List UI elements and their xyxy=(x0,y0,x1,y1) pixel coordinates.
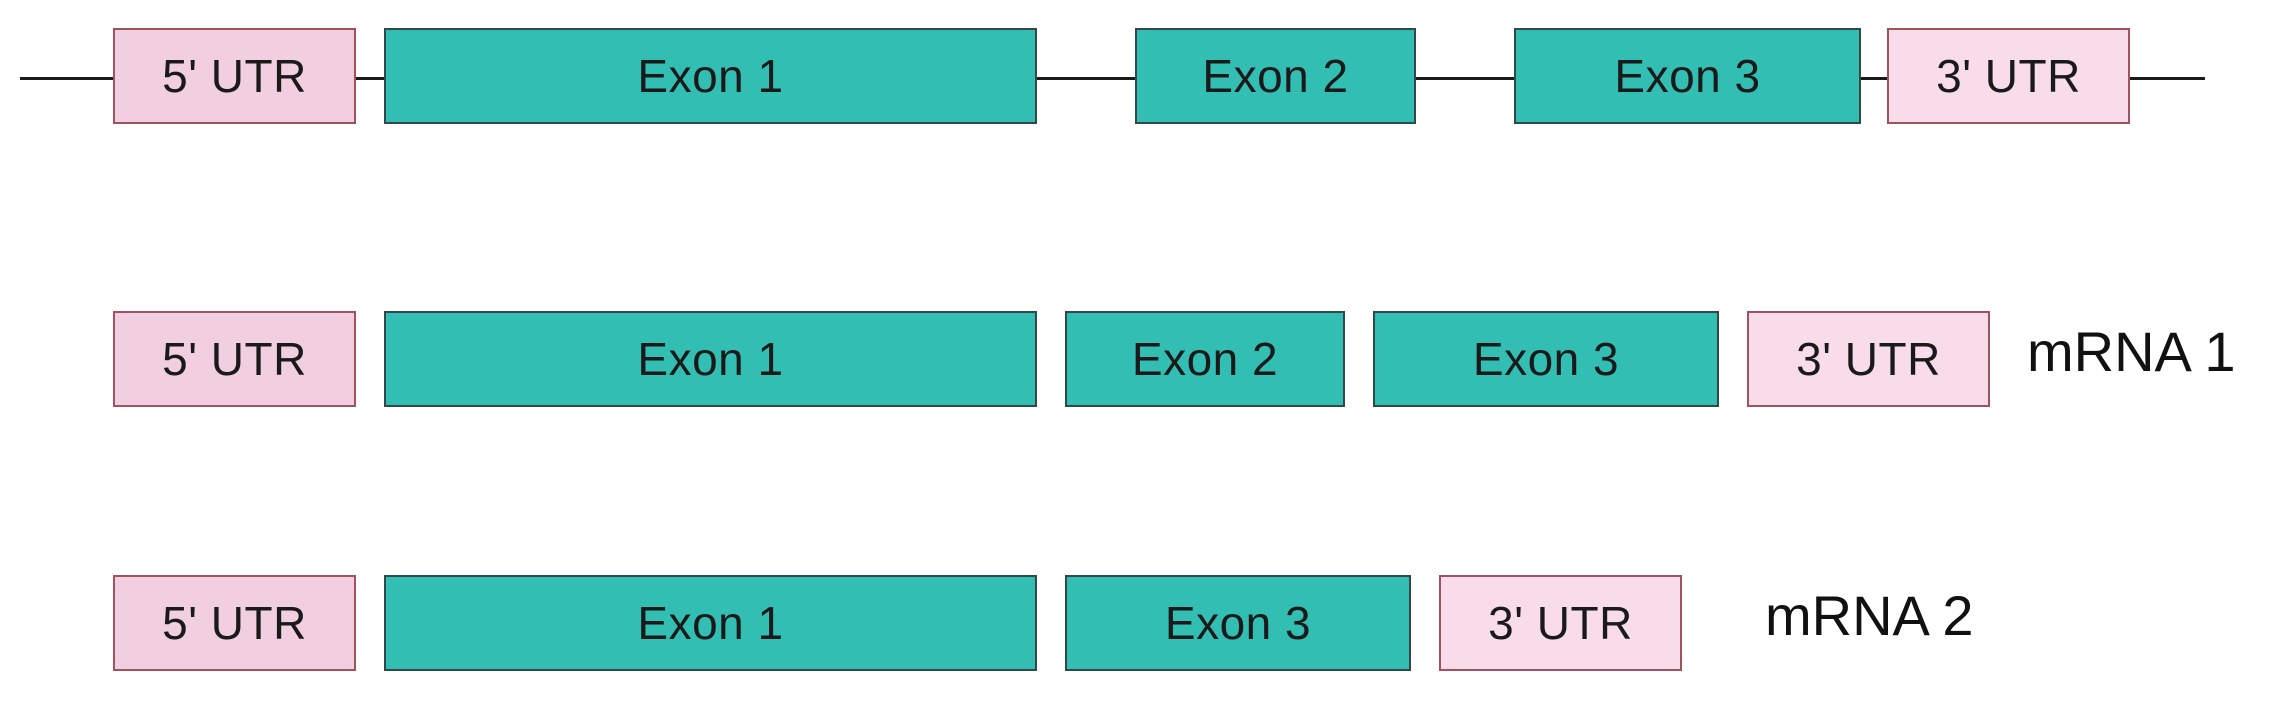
mrna1-exon3-box: Exon 3 xyxy=(1373,311,1719,407)
mrna2-label: mRNA 2 xyxy=(1765,584,1974,647)
mrna2-utr5-box: 5' UTR xyxy=(113,575,356,671)
mrna1-utr5-box: 5' UTR xyxy=(113,311,356,407)
intron-line-trailing xyxy=(2130,77,2205,80)
gene-exon1-box: Exon 1 xyxy=(384,28,1037,124)
mrna2-exon3-box: Exon 3 xyxy=(1065,575,1411,671)
gene-exon3-box: Exon 3 xyxy=(1514,28,1861,124)
mrna1-label: mRNA 1 xyxy=(2027,320,2236,383)
mrna1-utr3-box: 3' UTR xyxy=(1747,311,1990,407)
gene-utr3-box: 3' UTR xyxy=(1887,28,2130,124)
mrna2-utr3-box: 3' UTR xyxy=(1439,575,1682,671)
gene-row: 5' UTR Exon 1 Exon 2 Exon 3 3' UTR xyxy=(0,28,2273,128)
intron-line-leading xyxy=(20,77,115,80)
intron-line-utr5-exon1 xyxy=(356,77,386,80)
mrna1-row: 5' UTR Exon 1 Exon 2 Exon 3 3' UTR mRNA … xyxy=(0,311,2273,411)
intron-line-exon2-exon3 xyxy=(1416,77,1516,80)
mrna1-exon1-box: Exon 1 xyxy=(384,311,1037,407)
mrna1-exon2-box: Exon 2 xyxy=(1065,311,1345,407)
gene-utr5-box: 5' UTR xyxy=(113,28,356,124)
mrna2-row: 5' UTR Exon 1 Exon 3 3' UTR mRNA 2 xyxy=(0,575,2273,675)
intron-line-exon3-utr3 xyxy=(1861,77,1889,80)
mrna2-exon1-box: Exon 1 xyxy=(384,575,1037,671)
gene-exon2-box: Exon 2 xyxy=(1135,28,1416,124)
intron-line-exon1-exon2 xyxy=(1037,77,1137,80)
